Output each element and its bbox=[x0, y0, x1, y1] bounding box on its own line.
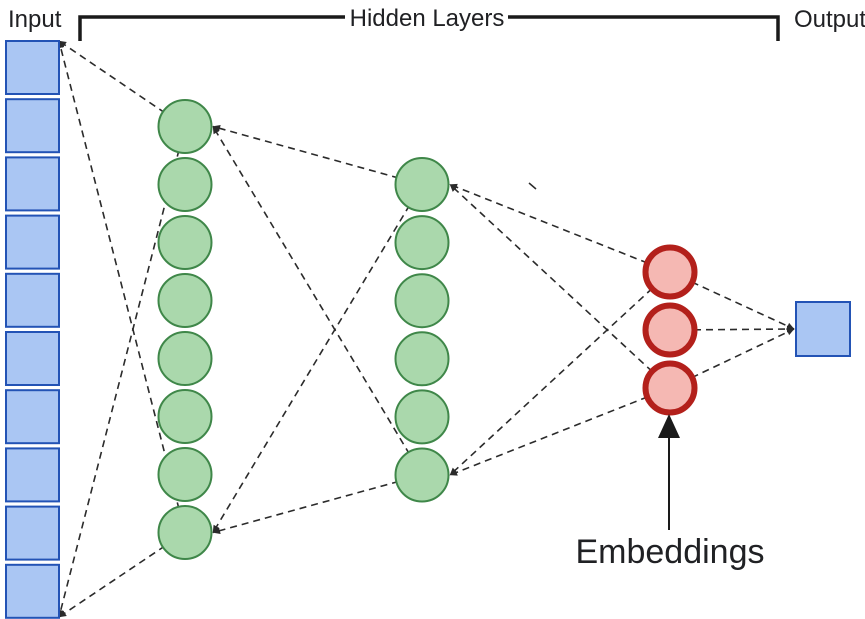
connection-line bbox=[449, 183, 671, 273]
connection-line bbox=[212, 184, 423, 533]
hidden2-node bbox=[394, 215, 450, 271]
stray-dash bbox=[528, 182, 537, 190]
bracket-left bbox=[78, 15, 345, 41]
input-node bbox=[5, 505, 60, 561]
hidden-layer-2 bbox=[394, 157, 450, 503]
embedding-layer bbox=[642, 244, 698, 416]
embedding-node bbox=[642, 360, 698, 416]
input-node bbox=[5, 40, 60, 95]
hidden1-node bbox=[157, 331, 213, 386]
input-node bbox=[5, 331, 60, 386]
connection-line bbox=[449, 387, 671, 476]
input-node bbox=[5, 98, 60, 154]
input-node bbox=[5, 156, 60, 212]
connection-line bbox=[669, 328, 795, 389]
connection-line bbox=[212, 124, 423, 186]
hidden2-node bbox=[394, 389, 450, 445]
output-layer bbox=[795, 301, 851, 357]
hidden2-node bbox=[394, 331, 450, 387]
hidden1-node bbox=[157, 215, 213, 270]
hidden1-node bbox=[157, 389, 213, 444]
connection-line bbox=[212, 126, 423, 476]
embeddings-arrowhead-icon bbox=[658, 414, 680, 438]
embedding-node bbox=[642, 302, 698, 358]
input-node bbox=[5, 272, 60, 328]
connection-line bbox=[57, 40, 186, 533]
bracket-right bbox=[508, 15, 780, 41]
input-node bbox=[5, 447, 60, 503]
stray-mark bbox=[528, 182, 537, 190]
connection-line bbox=[669, 271, 795, 330]
input-node bbox=[5, 389, 60, 445]
embedding-node bbox=[642, 244, 698, 300]
hidden-layers-bracket bbox=[78, 15, 780, 41]
input-node bbox=[5, 214, 60, 270]
hidden-layers-label: Hidden Layers bbox=[350, 5, 505, 32]
embeddings-arrow bbox=[658, 414, 680, 530]
input-layer bbox=[5, 40, 60, 619]
network-nodes bbox=[5, 40, 851, 619]
hidden2-node bbox=[394, 157, 450, 212]
hidden1-node bbox=[157, 447, 213, 502]
connection-line bbox=[449, 183, 671, 389]
output-label: Output bbox=[794, 6, 865, 33]
hidden1-node bbox=[157, 273, 213, 328]
input-label: Input bbox=[8, 6, 62, 33]
input-node bbox=[5, 563, 60, 619]
hidden2-node bbox=[394, 447, 450, 503]
output-node bbox=[795, 301, 851, 357]
connection-lines bbox=[57, 40, 795, 618]
connection-line bbox=[57, 126, 186, 618]
connection-line bbox=[669, 325, 795, 333]
embeddings-label: Embeddings bbox=[575, 533, 764, 571]
hidden1-node bbox=[157, 505, 213, 560]
hidden2-node bbox=[394, 273, 450, 329]
hidden1-node bbox=[157, 157, 213, 212]
hidden-layer-1 bbox=[157, 99, 213, 560]
hidden1-node bbox=[157, 99, 213, 154]
connection-line bbox=[449, 271, 671, 476]
connection-line bbox=[212, 474, 423, 535]
